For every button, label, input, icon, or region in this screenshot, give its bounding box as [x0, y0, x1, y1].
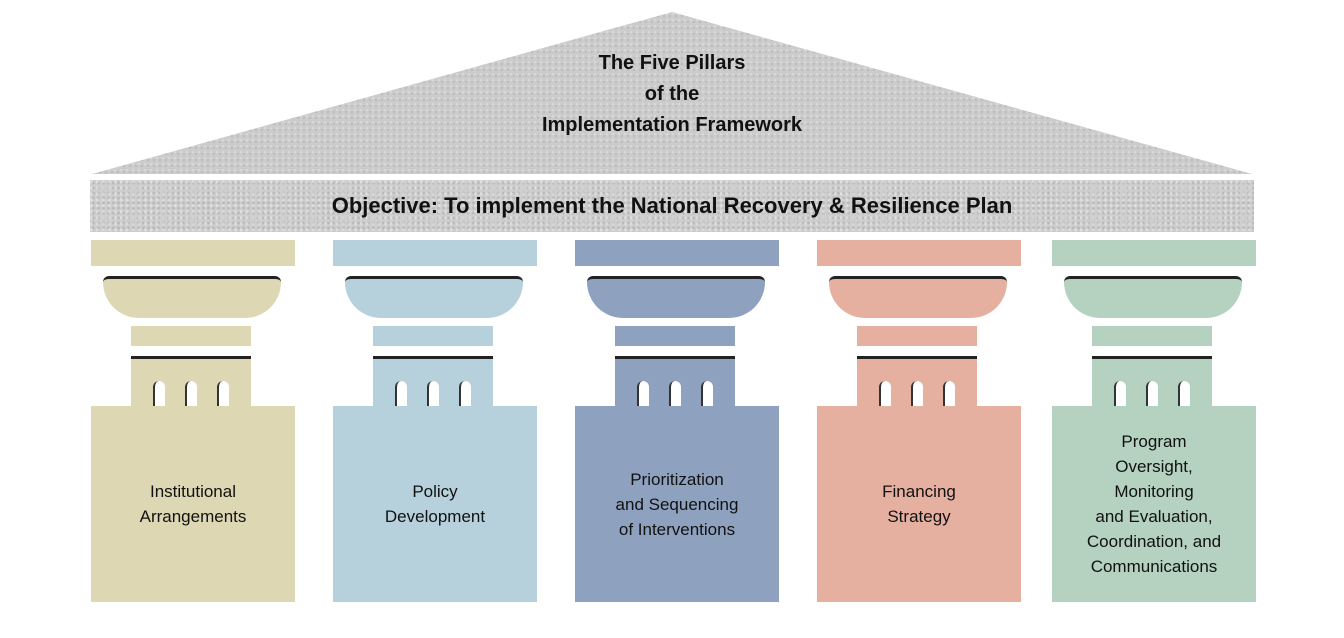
pillar-label-line: and Sequencing	[615, 494, 739, 514]
roof-title: The Five Pillars of the Implementation F…	[472, 48, 872, 141]
pillar-shaft: Policy Development	[333, 406, 537, 602]
pillar-neck	[857, 326, 977, 346]
pillar-flute	[879, 381, 891, 407]
pillar-label: Institutional Arrangements	[140, 479, 247, 529]
pillar-flute	[1178, 381, 1190, 407]
pillar-neck	[1092, 326, 1212, 346]
pillar-capital	[1092, 356, 1212, 407]
pillar-label-line: Development	[384, 507, 486, 526]
pillar-flute	[459, 381, 471, 407]
pillar-capital	[131, 356, 251, 407]
pillar-shaft: Financing Strategy	[817, 406, 1021, 602]
pillar-echinus	[103, 276, 281, 318]
pillar-flute	[911, 381, 923, 407]
pillar-shaft: Program Oversight, Monitoring and Evalua…	[1052, 406, 1256, 602]
pillar-prioritization: Prioritization and Sequencing of Interve…	[575, 240, 779, 602]
pillar-shaft: Prioritization and Sequencing of Interve…	[575, 406, 779, 602]
pillar-capital	[857, 356, 977, 407]
pillar-label-line: of Interventions	[618, 519, 736, 539]
pillar-echinus	[829, 276, 1007, 318]
pillar-capital	[373, 356, 493, 407]
pillar-abacus	[575, 240, 779, 266]
pillar-echinus	[345, 276, 523, 318]
pillar-label: Prioritization and Sequencing of Interve…	[616, 467, 739, 542]
pillar-flute	[669, 381, 681, 407]
pillar-label: Policy Development	[385, 479, 485, 529]
pillar-label-line: Arrangements	[139, 507, 247, 526]
pillar-financing-strategy: Financing Strategy	[817, 240, 1021, 602]
objective-beam: Objective: To implement the National Rec…	[90, 180, 1254, 232]
pillar-label-line: Coordination, and	[1086, 532, 1222, 551]
roof-title-line: of the	[644, 83, 700, 105]
pillar-flute	[1146, 381, 1158, 407]
objective-text: Objective: To implement the National Rec…	[331, 193, 1013, 218]
pillar-shaft: Institutional Arrangements	[91, 406, 295, 602]
pillar-label-line: Institutional	[150, 482, 236, 501]
pillar-flute	[185, 381, 197, 407]
pillar-label-line: Oversight,	[1115, 457, 1193, 476]
pillar-label-line: Prioritization	[630, 469, 724, 489]
pillar-flute	[153, 381, 165, 407]
pillar-echinus	[1064, 276, 1242, 318]
pillar-label-line: and Evaluation,	[1095, 507, 1213, 526]
pillar-label: Financing Strategy	[882, 479, 956, 529]
roof-title-line: Implementation Framework	[541, 114, 803, 136]
pillar-flute	[637, 381, 649, 407]
pillar-flute	[701, 381, 713, 407]
roof-pediment	[92, 12, 1252, 174]
pillar-neck	[615, 326, 735, 346]
pillar-label-line: Financing	[882, 482, 956, 501]
pillar-neck	[131, 326, 251, 346]
pillar-label: Program Oversight, Monitoring and Evalua…	[1087, 429, 1221, 579]
pillar-label-line: Program	[1121, 432, 1187, 451]
roof-title-line: The Five Pillars	[598, 52, 746, 74]
pillar-flute	[1114, 381, 1126, 407]
pillar-label-line: Policy	[412, 482, 458, 501]
pillar-capital	[615, 356, 735, 407]
pillar-label-line: Strategy	[887, 507, 951, 526]
pillar-abacus	[91, 240, 295, 266]
pillar-program-oversight: Program Oversight, Monitoring and Evalua…	[1052, 240, 1256, 602]
pillar-label-line: Communications	[1090, 557, 1218, 576]
pillar-institutional-arrangements: Institutional Arrangements	[91, 240, 295, 602]
pillar-flute	[943, 381, 955, 407]
pillar-neck	[373, 326, 493, 346]
pillar-abacus	[817, 240, 1021, 266]
pillar-policy-development: Policy Development	[333, 240, 537, 602]
pillar-abacus	[1052, 240, 1256, 266]
pillar-flute	[395, 381, 407, 407]
pillar-abacus	[333, 240, 537, 266]
pillar-label-line: Monitoring	[1114, 482, 1194, 501]
pillar-flute	[217, 381, 229, 407]
pillar-flute	[427, 381, 439, 407]
pillar-echinus	[587, 276, 765, 318]
